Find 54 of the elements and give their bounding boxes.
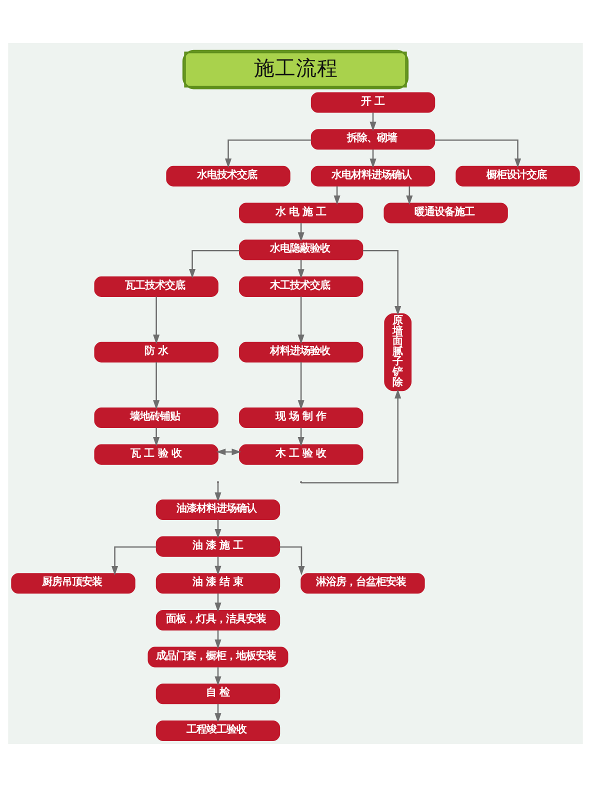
node-box: 墙地砖铺贴 [94,406,218,428]
node-box: 防 水 [94,341,218,362]
arrow [298,427,304,446]
node-box: 水电隐蔽验收 [238,239,364,260]
arrow [224,139,312,168]
arrow [216,448,242,455]
arrow [434,139,522,168]
node-box: 成品门套，橱柜，地板安装 [148,646,288,667]
arrow [153,427,160,446]
arrow [298,259,304,278]
arrow [362,250,402,315]
node-box: 材料进场验收 [238,341,364,362]
arrow [214,482,222,502]
arrow [406,186,413,204]
node-box: 面板，灯具，洁具安装 [156,609,280,630]
node-box: 油 漆 施 工 [156,536,280,556]
node-box: 油 漆 结 束 [156,572,280,594]
arrow [301,388,402,483]
node-box: 油漆材料进场确认 [156,498,280,520]
node-box: 木 工 验 收 [238,444,364,464]
node-box: 工程竣工验收 [156,720,280,740]
arrow [298,222,304,242]
node-box: 现 场 制 作 [238,406,364,428]
node-box: 拆除、砌墙 [310,128,436,150]
arrow [153,362,160,410]
node-box: 原墙面腻子铲除 [384,312,412,391]
arrow [111,546,156,575]
arrow [214,703,222,722]
node-box: 厨房吊顶安装 [11,572,136,594]
node-box: 橱柜设计交底 [456,165,580,186]
arrow [214,592,222,612]
node-box: 暖通设备施工 [384,202,508,223]
node-box: 水电技术交底 [166,165,290,186]
node-box: 瓦工技术交底 [94,276,218,296]
diagram-title: 施工流程 [254,55,338,80]
arrow [214,556,222,575]
arrow [188,250,240,278]
arrow [214,630,222,648]
arrow [370,148,376,168]
node-box: 开 工 [310,92,436,112]
arrow [153,296,160,344]
node-box: 水 电 施 工 [238,202,364,223]
arrow [214,519,222,538]
arrow [334,186,340,204]
node-box: 水电材料进场确认 [310,165,436,186]
node-box: 淋浴房，台盆柜安装 [300,572,425,594]
arrow [298,362,304,410]
arrow [370,112,376,131]
node-box: 自 检 [156,683,280,704]
arrow [298,296,304,344]
node-box: 木工技术交底 [238,276,364,296]
arrow [214,666,222,686]
node-box: 瓦 工 验 收 [94,444,218,464]
arrow [280,546,305,575]
